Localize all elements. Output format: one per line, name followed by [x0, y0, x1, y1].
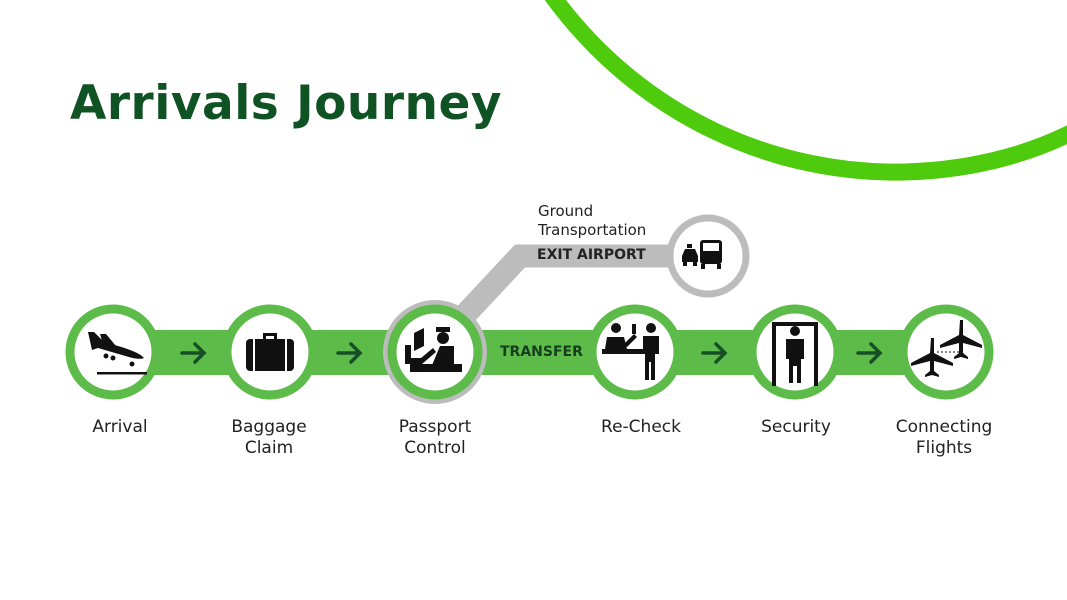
step-label-line: Passport — [398, 417, 472, 437]
ground-transportation-line-1: Ground — [538, 202, 594, 220]
page-title: Arrivals Journey — [70, 76, 503, 131]
step-re-check-node — [587, 304, 683, 400]
taxi-bus-icon — [682, 240, 722, 269]
ground-transportation-label: Ground Transportation — [538, 202, 646, 240]
step-label-line: Arrival — [92, 417, 148, 437]
step-label-security: Security — [726, 417, 866, 438]
step-connecting-flights-node — [898, 304, 994, 400]
passport-officer-icon — [405, 327, 462, 372]
step-label-arrival: Arrival — [50, 417, 190, 438]
step-label-passport-control: Passport Control — [365, 417, 505, 459]
exit-airport-label: EXIT AIRPORT — [537, 247, 646, 263]
step-arrival-node — [65, 304, 161, 400]
step-label-line: Re-Check — [601, 417, 681, 437]
step-label-baggage-claim: Baggage Claim — [199, 417, 339, 459]
exit-branch-band — [453, 244, 700, 326]
step-baggage-claim-node — [222, 304, 318, 400]
exit-airport-node — [666, 214, 750, 298]
arrow-icon — [336, 342, 363, 364]
check-in-desk-icon — [602, 323, 659, 380]
step-label-line: Connecting — [895, 417, 993, 437]
step-label-line: Control — [404, 438, 466, 458]
security-scanner-icon — [772, 322, 818, 386]
step-label-line: Baggage — [231, 417, 307, 437]
step-label-connecting-flights: Connecting Flights — [874, 417, 1014, 459]
transfer-label: TRANSFER — [500, 344, 583, 360]
plane-landing-icon — [88, 332, 147, 375]
step-label-line: Claim — [244, 438, 294, 458]
arrow-icon — [180, 342, 207, 364]
step-label-re-check: Re-Check — [571, 417, 711, 438]
step-security-node — [747, 304, 843, 400]
suitcase-icon — [246, 333, 294, 371]
arrow-icon — [856, 342, 883, 364]
step-label-line: Security — [761, 417, 831, 437]
ground-transportation-line-2: Transportation — [538, 221, 647, 239]
arrow-icon — [701, 342, 728, 364]
step-passport-control-node — [383, 300, 487, 404]
step-label-line: Flights — [915, 438, 973, 458]
connecting-planes-icon — [911, 320, 982, 377]
